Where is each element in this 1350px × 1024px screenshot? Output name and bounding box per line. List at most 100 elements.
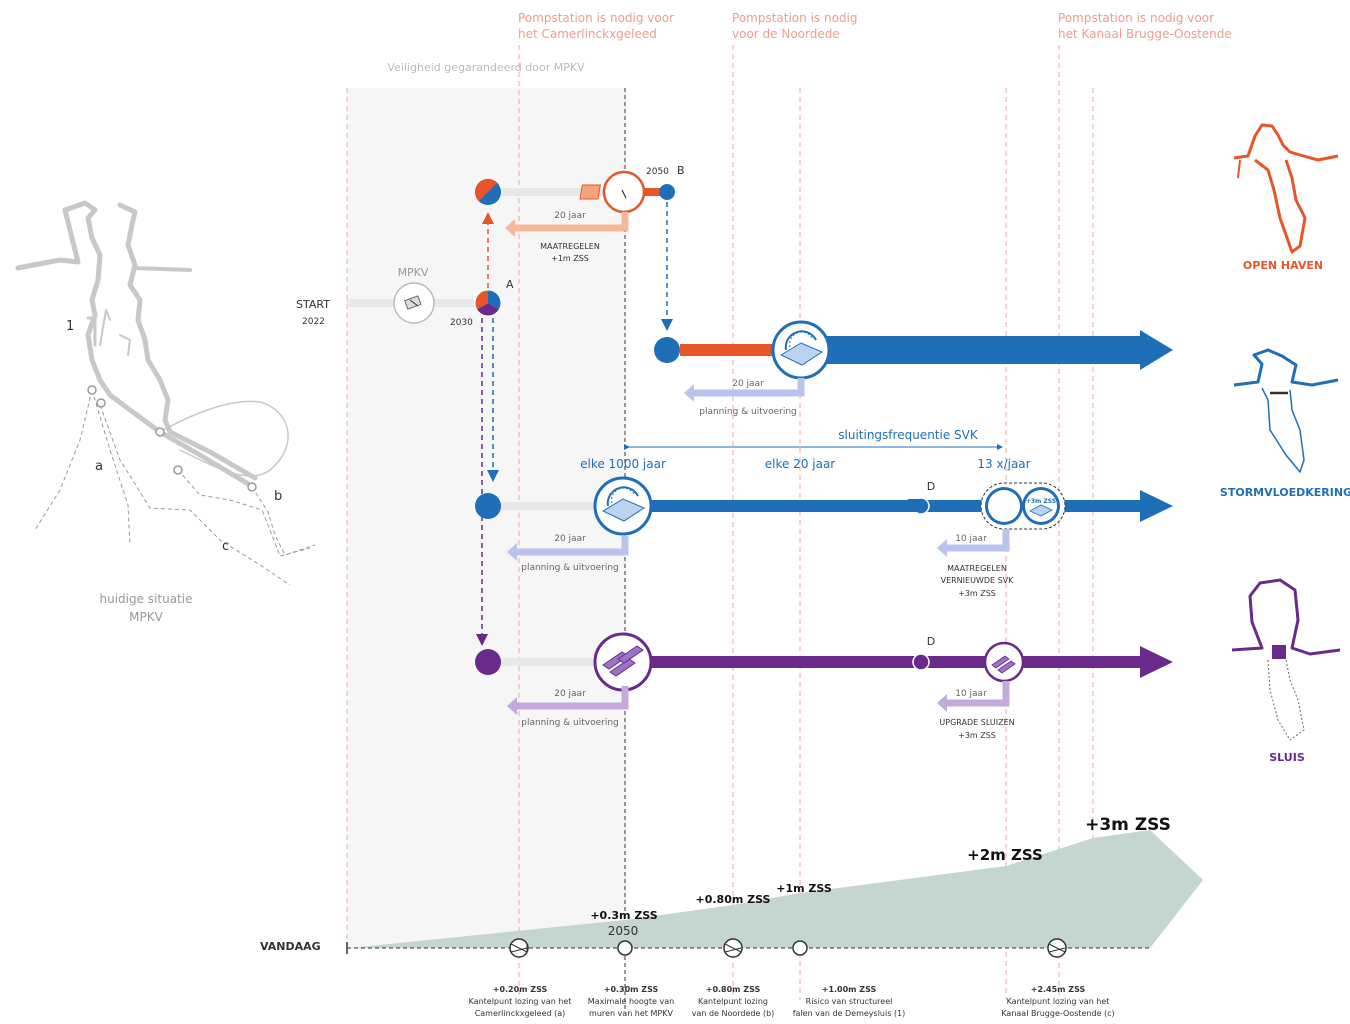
sluis-d-line1: UPGRADE SLUIZEN [939, 718, 1014, 727]
tip5-value: +2.45m ZSS [1031, 985, 1086, 994]
sluis-node-d-letter: D [927, 635, 935, 648]
upper-svk-years: 20 jaar [732, 379, 764, 389]
open-haven-measure-line2: +1m ZSS [551, 254, 589, 263]
svk-caption: planning & uitvoering [521, 563, 619, 573]
sluis-d-duration-bracket [945, 681, 1010, 707]
map-label-c: c [222, 539, 229, 554]
svk-barrier-icon [601, 486, 646, 522]
dike-wall-icon [579, 184, 627, 200]
svk-d-duration-arrowhead [937, 539, 947, 557]
pump-marker-3 [1047, 938, 1067, 958]
open-haven-duration-bracket [512, 212, 629, 232]
marker-demeysluis [792, 940, 808, 956]
map-caption-line1: huidige situatie [100, 592, 193, 606]
mpkv-label: MPKV [398, 266, 429, 279]
security-label: Veiligheid gegarandeerd door MPKV [387, 61, 585, 74]
map-points [87, 385, 257, 492]
zss-080-label: +0.80m ZSS [696, 893, 771, 906]
sluis-label: SLUIS [1269, 751, 1305, 764]
node-b-letter: B [677, 164, 685, 177]
map-label-1: 1 [66, 319, 74, 334]
pump-marker-2 [723, 938, 743, 958]
vertical-guides [346, 45, 1094, 1000]
sluis-node-d[interactable] [912, 653, 930, 671]
tip1-line1: Kantelpunt lozing van het [469, 997, 572, 1006]
frequency-1000: elke 1000 jaar [580, 457, 666, 471]
mpkv-wall-icon [404, 295, 422, 310]
start-year: 2022 [302, 317, 325, 327]
tip5-line1: Kantelpunt lozing van het [1007, 997, 1110, 1006]
svk-d-duration-bracket [945, 529, 1010, 552]
svk-d-line3: +3m ZSS [958, 589, 996, 598]
tip1-value: +0.20m ZSS [493, 985, 548, 994]
sluis-duration-arrowhead [507, 697, 517, 715]
zss-03-label: +0.3m ZSS [590, 909, 657, 922]
pump1-label-line2: het Camerlinckxgeleed [518, 27, 657, 41]
svk-node-d-letter: D [927, 480, 935, 493]
open-haven-duration-arrowhead [505, 219, 515, 237]
zss-2-label: +2m ZSS [967, 846, 1043, 864]
open-haven-icon [1233, 123, 1339, 254]
pump2-label-line2: voor de Noordede [732, 27, 840, 41]
storm-barrier-icon [779, 330, 824, 366]
decision-node-a[interactable] [474, 289, 502, 317]
tip3-line1: Kantelpunt lozing [698, 997, 768, 1006]
tip5-line2: Kanaal Brugge-Oostende (c) [1001, 1009, 1114, 1018]
frequency-13: 13 x/jaar [977, 457, 1030, 471]
year-2050-label: 2050 [608, 924, 639, 938]
tip2-value: +0.30m ZSS [604, 985, 659, 994]
svk-d-line2: VERNIEUWDE SVK [941, 576, 1015, 585]
tip4-value: +1.00m ZSS [822, 985, 877, 994]
upper-svk-duration-arrowhead [684, 384, 694, 402]
node-b[interactable] [659, 184, 675, 200]
open-haven-years: 20 jaar [554, 211, 586, 221]
sluis-start-node [475, 649, 501, 675]
svk-upgrade-badge: +3m ZSS [1026, 498, 1056, 505]
sluis-d-line2: +3m ZSS [958, 731, 996, 740]
pump2-label-line1: Pompstation is nodig [732, 11, 857, 25]
sea-level-rise-wedge [350, 830, 1203, 948]
node-b-year: 2050 [646, 167, 669, 177]
open-haven-label: OPEN HAVEN [1243, 259, 1323, 272]
upper-svk-caption: planning & uitvoering [699, 407, 797, 417]
svk-d-years: 10 jaar [955, 534, 987, 544]
upper-svk-start-node [654, 337, 680, 363]
tip1-line2: Camerlinckxgeleed (a) [475, 1009, 566, 1018]
pump3-label-line2: het Kanaal Brugge-Oostende [1058, 27, 1232, 41]
sluis-d-years: 10 jaar [955, 689, 987, 699]
svk-upgrade-node[interactable] [905, 482, 1066, 530]
sluis-years: 20 jaar [554, 689, 586, 699]
sluis-arrow [650, 646, 1173, 678]
node-a-letter: A [506, 278, 514, 291]
open-haven-measure-node[interactable] [602, 170, 646, 214]
open-haven-measure-line1: MAATREGELEN [540, 242, 600, 251]
stormvloedkering-icon [1233, 348, 1339, 473]
map-label-b: b [274, 489, 282, 504]
sluis-caption: planning & uitvoering [521, 718, 619, 728]
svk-duration-bracket [515, 536, 629, 556]
svk-start-node [475, 493, 501, 519]
zss-3-label: +3m ZSS [1085, 815, 1171, 835]
lock-gates-icon [602, 645, 644, 677]
map-caption-line2: MPKV [129, 610, 163, 624]
tip2-line2: muren van het MPKV [589, 1009, 673, 1018]
map-canals [34, 389, 316, 586]
frequency-20: elke 20 jaar [765, 457, 836, 471]
tip3-line2: van de Noordede (b) [692, 1009, 775, 1018]
marker-2050 [617, 940, 633, 956]
zss-1-label: +1m ZSS [776, 882, 832, 895]
tip4-line2: falen van de Demeysluis (1) [793, 1009, 906, 1018]
upper-svk-duration-bracket [692, 378, 805, 397]
svk-years: 20 jaar [554, 534, 586, 544]
harbour-map [15, 200, 289, 488]
tip4-line1: Risico van structureel [806, 997, 893, 1006]
frequency-title: sluitingsfrequentie SVK [838, 428, 979, 442]
pump3-label-line1: Pompstation is nodig voor [1058, 11, 1214, 25]
sluis-upgrade-icon [991, 655, 1016, 674]
sluis-icon [1231, 578, 1341, 741]
tip3-value: +0.80m ZSS [706, 985, 761, 994]
svk-duration-arrowhead [507, 543, 517, 561]
vandaag-label: VANDAAG [260, 940, 321, 953]
sluis-d-duration-arrowhead [937, 694, 947, 712]
